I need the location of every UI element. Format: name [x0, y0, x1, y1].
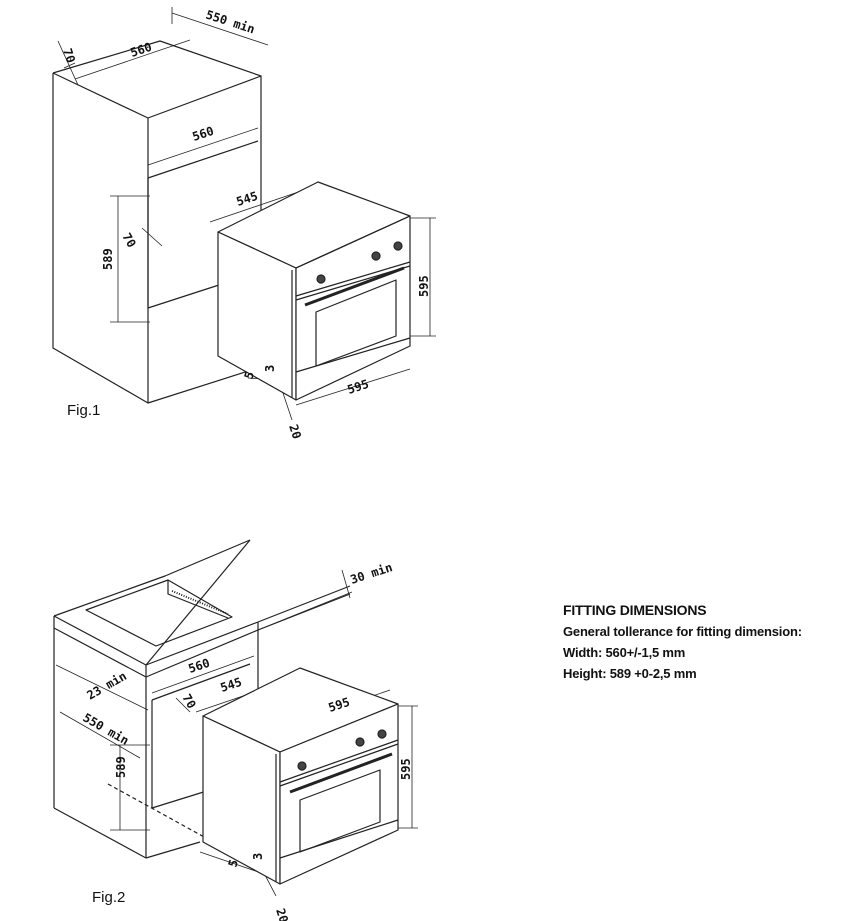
fig1-oven — [217, 181, 411, 401]
fig1-dim-595-width: 595 — [346, 377, 371, 397]
fig2-worktop — [53, 539, 351, 678]
height-tolerance: Height: 589 +0-2,5 mm — [563, 666, 697, 681]
fig1-dim-3: 3 — [263, 365, 277, 372]
fig1-dim-595-height: 595 — [417, 275, 431, 297]
fig2-dim-30-min: 30 min — [349, 560, 395, 587]
fig1-dim-70-inner: 70 — [119, 231, 138, 251]
fig2-dim-3: 3 — [251, 853, 265, 860]
fig2-drawing — [53, 539, 418, 897]
fig1-drawing — [52, 7, 436, 421]
fig2-dim-560: 560 — [187, 656, 212, 676]
width-tolerance: Width: 560+/-1,5 mm — [563, 645, 686, 660]
fig2-dim-20: 20 — [273, 907, 291, 921]
fig2-dim-550-min: 550 min — [81, 710, 132, 747]
fig1-dim-589: 589 — [101, 248, 115, 270]
fig1-dim-560-top: 560 — [129, 40, 154, 60]
fig2-dim-595-width: 595 — [327, 695, 352, 715]
fig1-dim-20: 20 — [286, 423, 304, 441]
fig1-dim-560-inner: 560 — [191, 124, 216, 144]
fig2-cabinet — [53, 628, 259, 859]
fig2-dim-70: 70 — [179, 692, 198, 712]
fig1-cabinet — [52, 40, 262, 404]
fitting-dimensions-panel: FITTING DIMENSIONS General tollerance fo… — [563, 600, 802, 684]
fig2-dim-589: 589 — [114, 756, 128, 778]
fitting-dimensions-title: FITTING DIMENSIONS — [563, 602, 707, 618]
tolerance-line: General tollerance for fitting dimension… — [563, 624, 802, 639]
fig2-dim-5: 5 — [226, 858, 242, 869]
fig1-dim-70-top: 70 — [60, 47, 78, 65]
fig1-dim-5: 5 — [242, 370, 258, 381]
fig2-label: Fig.2 — [92, 889, 125, 906]
fig2-dim-545: 545 — [219, 675, 244, 695]
fig1-label: Fig.1 — [67, 402, 100, 419]
fig2-oven — [202, 667, 399, 885]
fig2-dim-595-height: 595 — [399, 758, 413, 780]
fig1-dim-545: 545 — [235, 189, 260, 209]
